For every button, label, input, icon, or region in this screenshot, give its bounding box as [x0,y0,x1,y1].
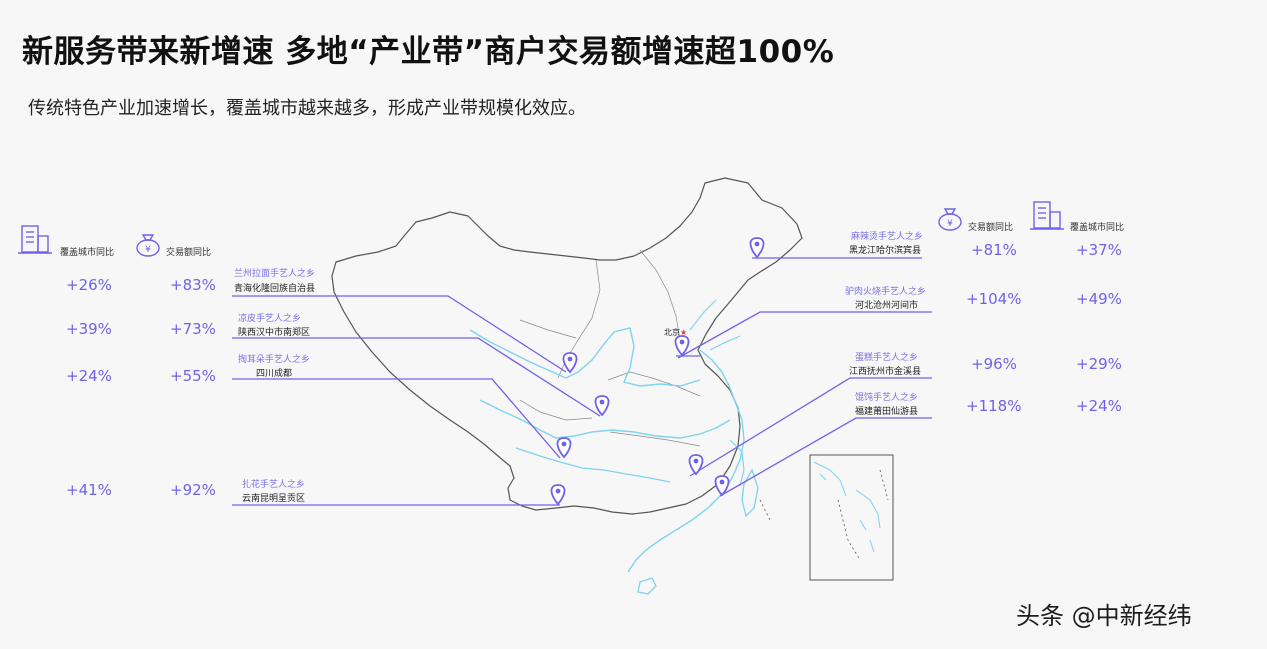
left-region-1: 兰州拉面手艺人之乡 [234,269,316,279]
right-region-1: 麻辣烫手艺人之乡 [851,232,924,242]
svg-text:¥: ¥ [947,219,953,229]
right-location-4: 福建莆田仙游县 [855,407,919,417]
left-city-cover-1: +26% [66,276,112,294]
right-trade-3: +96% [971,355,1017,373]
left-city-cover-2: +39% [66,320,112,338]
money-bag-icon: ¥ [134,232,162,262]
left-header-city-cover: 覆盖城市同比 [60,248,115,258]
location-pin-icon [674,335,690,357]
pins-group [550,237,765,506]
right-city-cover-3: +29% [1076,355,1122,373]
svg-text:¥: ¥ [145,245,151,255]
right-city-cover-1: +37% [1076,241,1122,259]
left-trade-1: +83% [170,276,216,294]
right-trade-2: +104% [966,290,1022,308]
right-location-2: 河北沧州河间市 [855,301,919,311]
left-region-2: 凉皮手艺人之乡 [238,314,302,324]
right-region-3: 蛋糕手艺人之乡 [855,353,919,363]
money-bag-icon: ¥ [936,206,964,236]
right-header-city-cover: 覆盖城市同比 [1070,223,1125,233]
left-location-1: 青海化隆回族自治县 [234,284,316,294]
right-city-cover-4: +24% [1076,397,1122,415]
building-icon [18,224,52,260]
location-pin-icon [714,475,730,497]
connector-liangpi [232,337,601,417]
right-city-cover-2: +49% [1076,290,1122,308]
right-location-3: 江西抚州市金溪县 [849,367,922,377]
left-region-3: 掏耳朵手艺人之乡 [238,355,311,365]
right-trade-1: +81% [971,241,1017,259]
right-location-1: 黑龙江哈尔滨宾县 [849,246,922,256]
capital-star-icon: ★ [680,328,688,337]
location-pin-icon [594,395,610,417]
right-header-trade: 交易额同比 [968,223,1014,233]
location-pin-icon [749,237,765,259]
right-trade-4: +118% [966,397,1022,415]
location-pin-icon [550,484,566,506]
connector-dangao [689,377,932,477]
right-region-4: 馄饨手艺人之乡 [855,393,919,403]
left-city-cover-3: +24% [66,367,112,385]
left-trade-4: +92% [170,481,216,499]
connector-lanzhou [232,295,567,373]
left-header-trade: 交易额同比 [166,248,212,258]
beijing-label: 北京★ [664,327,687,338]
location-pin-icon [556,437,572,459]
china-border [331,177,803,515]
connector-taoerduo [232,378,561,459]
connector-huntun [719,417,932,497]
watermark: 头条 @中新经纬 [1016,602,1192,630]
left-trade-3: +55% [170,367,216,385]
connector-lvrou [677,311,932,359]
left-city-cover-4: +41% [66,481,112,499]
left-region-4: 扎花手艺人之乡 [242,480,306,490]
page-title: 新服务带来新增速 多地“产业带”商户交易额增速超100% [22,34,835,70]
page-subtitle: 传统特色产业加速增长，覆盖城市越来越多，形成产业带规模化效应。 [28,98,586,119]
location-pin-icon [688,454,704,476]
location-pin-icon [562,352,578,374]
left-location-3: 四川成都 [256,369,293,379]
beijing-name: 北京 [664,328,680,337]
left-trade-2: +73% [170,320,216,338]
left-location-2: 陕西汉中市南郑区 [238,328,311,338]
right-region-2: 驴肉火烧手艺人之乡 [845,287,927,297]
building-icon [1030,200,1064,236]
left-location-4: 云南昆明呈贡区 [242,494,306,504]
